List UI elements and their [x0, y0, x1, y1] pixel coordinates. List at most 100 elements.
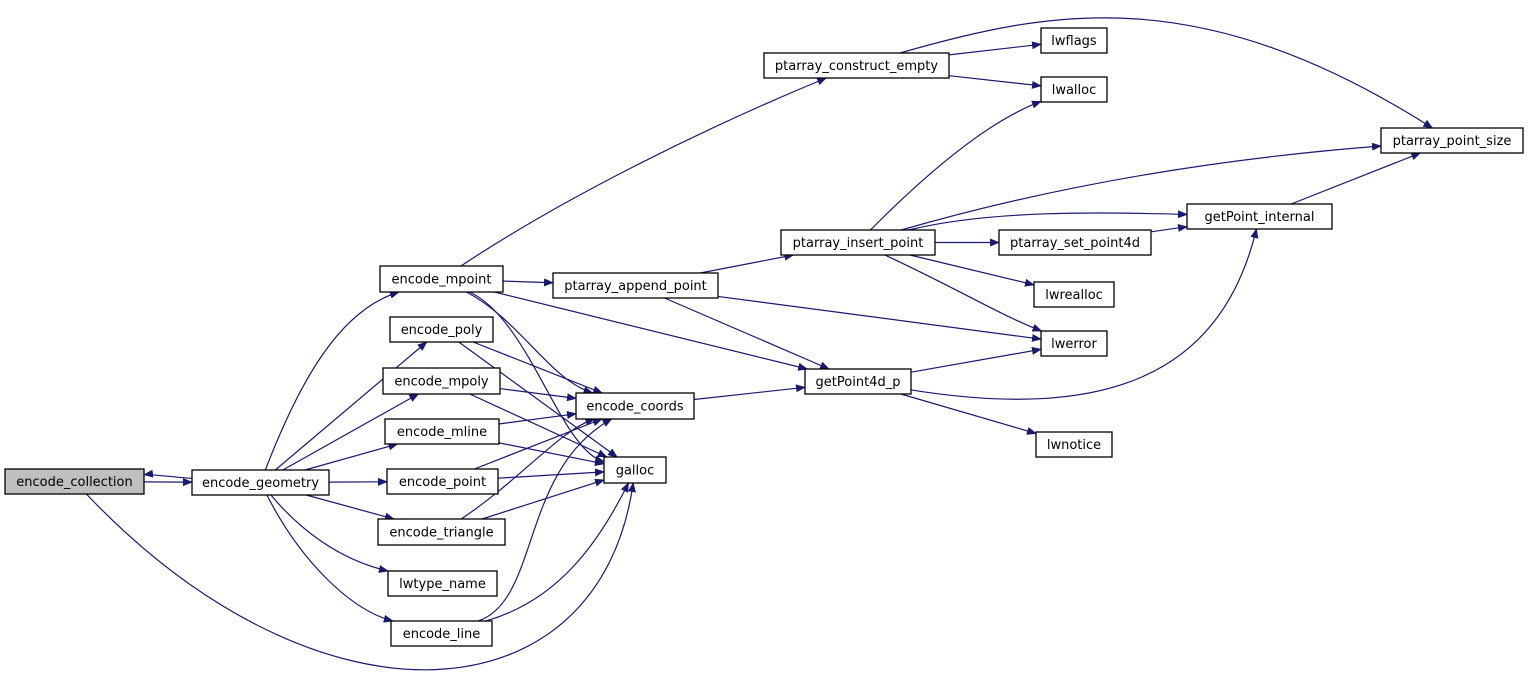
edge-encode_mpoint-to-galloc	[469, 291, 605, 464]
node-label: encode_line	[403, 627, 481, 642]
node-lwrealloc[interactable]: lwrealloc	[1033, 281, 1115, 308]
edge-encode_geometry-to-lwtype_name	[270, 494, 389, 573]
edge-encode_geometry-to-encode_mpoint	[264, 290, 400, 471]
edge-ptarray_construct_empty-to-lwalloc	[948, 75, 1042, 89]
node-label: encode_mpoint	[392, 273, 492, 288]
node-label: ptarray_insert_point	[793, 236, 924, 251]
node-encode_collection[interactable]: encode_collection	[4, 468, 145, 495]
node-encode_line[interactable]: encode_line	[390, 620, 493, 647]
node-ptarray_set_point4d[interactable]: ptarray_set_point4d	[998, 229, 1152, 256]
node-label: getPoint4d_p	[816, 375, 901, 390]
edge-encode_coords-to-getPoint4d_p	[693, 384, 806, 401]
node-label: galloc	[616, 464, 655, 479]
edge-encode_point-to-encode_coords	[474, 418, 603, 470]
edge-getPoint4d_p-to-getPoint_internal	[910, 228, 1259, 400]
node-ptarray_point_size[interactable]: ptarray_point_size	[1380, 127, 1524, 154]
node-label: encode_geometry	[202, 476, 319, 491]
edge-encode_mpoint-to-ptarray_construct_empty	[460, 77, 828, 267]
node-getPoint4d_p[interactable]: getPoint4d_p	[804, 368, 912, 395]
node-getPoint_internal[interactable]: getPoint_internal	[1186, 203, 1333, 230]
edge-ptarray_append_point-to-ptarray_insert_point	[700, 252, 795, 274]
node-box	[389, 316, 494, 343]
node-lwerror[interactable]: lwerror	[1040, 330, 1108, 357]
node-layer: encode_collection encode_geometry encode_m…	[4, 27, 1524, 647]
node-box	[804, 368, 912, 395]
edge-ptarray_append_point-to-lwerror	[717, 295, 1042, 342]
node-label: ptarray_construct_empty	[775, 59, 938, 74]
edge-ptarray_insert_point-to-getPoint_internal	[908, 210, 1188, 231]
edge-ptarray_insert_point-to-lwrealloc	[909, 254, 1035, 287]
edge-encode_poly-to-galloc	[458, 341, 618, 458]
node-encode_mpoint[interactable]: encode_mpoint	[379, 265, 504, 293]
node-box	[191, 469, 330, 496]
edge-encode_line-to-encode_coords	[478, 418, 613, 622]
edge-ptarray_insert_point-to-lwerror	[884, 254, 1043, 332]
node-label: encode_collection	[16, 475, 132, 490]
edge-getPoint4d_p-to-lwnotice	[900, 393, 1037, 435]
edge-encode_mline-to-encode_coords	[498, 411, 577, 425]
node-box	[603, 456, 667, 484]
node-lwflags[interactable]: lwflags	[1040, 27, 1108, 54]
edge-ptarray_set_point4d-to-getPoint_internal	[1150, 224, 1188, 233]
node-lwalloc[interactable]: lwalloc	[1040, 76, 1108, 103]
node-box	[377, 518, 506, 546]
edge-ptarray_construct_empty-to-lwflags	[948, 41, 1042, 56]
node-label: ptarray_set_point4d	[1010, 236, 1140, 251]
edge-encode_geometry-to-encode_mpoly	[282, 393, 420, 471]
node-encode_mpoly[interactable]: encode_mpoly	[382, 367, 501, 395]
node-ptarray_append_point[interactable]: ptarray_append_point	[552, 272, 719, 299]
node-galloc[interactable]: galloc	[603, 456, 667, 484]
node-encode_mline[interactable]: encode_mline	[384, 418, 500, 445]
edge-getPoint_internal-to-ptarray_point_size	[1290, 152, 1422, 205]
node-encode_geometry[interactable]: encode_geometry	[191, 469, 330, 496]
node-box	[4, 468, 145, 495]
edge-ptarray_insert_point-to-ptarray_point_size	[901, 142, 1382, 231]
edge-encode_geometry-to-encode_mline	[304, 442, 399, 471]
node-ptarray_construct_empty[interactable]: ptarray_construct_empty	[763, 52, 950, 79]
edge-encode_collection-to-galloc	[85, 482, 636, 671]
edge-encode_point-to-galloc	[497, 468, 605, 479]
node-box	[552, 272, 719, 299]
edge-ptarray_append_point-to-getPoint4d_p	[664, 297, 830, 370]
edge-encode_mpoly-to-galloc	[469, 393, 608, 458]
node-box	[1040, 27, 1108, 54]
node-label: encode_coords	[586, 400, 684, 415]
edge-encode_geometry-to-encode_poly	[274, 341, 428, 471]
node-label: lwalloc	[1052, 83, 1097, 98]
node-label: ptarray_point_size	[1393, 134, 1512, 149]
node-label: getPoint_internal	[1204, 210, 1314, 225]
node-label: encode_mline	[397, 425, 487, 440]
edge-ptarray_insert_point-to-lwalloc	[869, 100, 1042, 231]
node-box	[390, 620, 493, 647]
node-box	[387, 570, 498, 597]
node-box	[382, 367, 501, 395]
node-label: encode_triangle	[389, 526, 493, 541]
edge-encode_poly-to-encode_coords	[472, 341, 604, 394]
edge-encode_mline-to-galloc	[498, 442, 605, 466]
node-encode_poly[interactable]: encode_poly	[389, 316, 494, 343]
node-encode_point[interactable]: encode_point	[386, 468, 499, 495]
node-label: encode_poly	[401, 323, 483, 338]
edge-encode_mpoly-to-encode_coords	[499, 387, 577, 402]
node-box	[763, 52, 950, 79]
node-box	[1186, 203, 1333, 230]
edge-encode_line-to-galloc	[485, 482, 630, 622]
node-box	[1033, 281, 1115, 308]
node-box	[1040, 330, 1108, 357]
node-lwnotice[interactable]: lwnotice	[1035, 431, 1113, 458]
edge-ptarray_construct_empty-to-ptarray_point_size	[899, 17, 1434, 129]
node-label: ptarray_append_point	[564, 279, 707, 294]
edge-getPoint4d_p-to-lwerror	[910, 346, 1042, 373]
node-lwtype_name[interactable]: lwtype_name	[387, 570, 498, 597]
node-ptarray_insert_point[interactable]: ptarray_insert_point	[780, 229, 936, 256]
node-box	[384, 418, 500, 445]
edge-encode_geometry-to-encode_triangle	[306, 494, 395, 521]
node-encode_coords[interactable]: encode_coords	[575, 392, 695, 420]
edge-encode_mpoint-to-getPoint4d_p	[494, 291, 809, 371]
node-label: lwtype_name	[399, 577, 486, 592]
node-encode_triangle[interactable]: encode_triangle	[377, 518, 506, 546]
edge-encode_geometry-to-encode_collection	[143, 469, 193, 479]
node-box	[998, 229, 1152, 256]
edge-encode_mpoint-to-encode_coords	[466, 291, 594, 395]
